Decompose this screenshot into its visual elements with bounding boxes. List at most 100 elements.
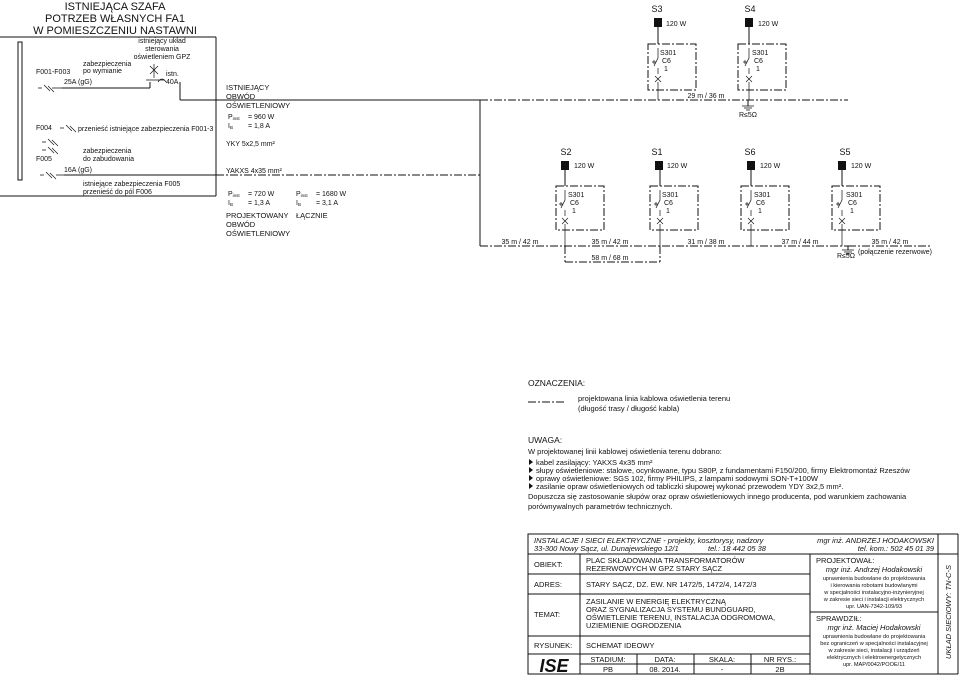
temat-line-1: ZASILANIE W ENERGIĘ ELEKTRYCZNĄ bbox=[586, 597, 727, 606]
existing-p-value: = 960 W bbox=[248, 114, 275, 121]
data-value: 08. 2014. bbox=[649, 665, 680, 674]
company-line-2: 33-300 Nowy Sącz, ul. Dunajewskiego 12/1 bbox=[534, 544, 679, 553]
engineer-kom: tel. kom.: 502 45 01 39 bbox=[858, 544, 935, 553]
notes-heading: UWAGA: bbox=[528, 435, 562, 445]
pole-name: S6 bbox=[744, 147, 755, 157]
pole-power: 120 W bbox=[760, 163, 781, 170]
reserve-note: (połączenie rezerwowe) bbox=[858, 249, 932, 256]
f001-desc-1: zabezpieczenia bbox=[83, 61, 131, 68]
bullet-icon bbox=[529, 483, 533, 489]
bottom-distance-2: 35 m / 42 m bbox=[592, 239, 629, 246]
pole-name: S4 bbox=[744, 4, 755, 14]
breaker-type: S301 bbox=[846, 192, 862, 199]
breaker-poles: 1 bbox=[664, 66, 668, 73]
bottom-distance-4: 37 m / 44 m bbox=[782, 239, 819, 246]
pole-S4: S4 120 W S301 C6 1 bbox=[737, 4, 787, 100]
bottom-distance-1: 35 m / 42 m bbox=[502, 239, 539, 246]
temat-line-2: ORAZ SYGNALIZACJA SYSTEMU BUNDGUARD, bbox=[586, 605, 756, 614]
new-p-value: = 720 W bbox=[248, 191, 275, 198]
temat-label: TEMAT: bbox=[534, 610, 560, 619]
network-system: UKŁAD SIECIOWY: TN-C-S bbox=[944, 565, 953, 659]
breaker-type: S301 bbox=[662, 192, 678, 199]
busbar bbox=[17, 41, 23, 181]
stadium-label: STADIUM: bbox=[590, 655, 625, 664]
new-circuit-title-2: OBWÓD bbox=[226, 220, 256, 229]
new-cable: YAKXS 4x35 mm² bbox=[226, 168, 283, 175]
ground-icon bbox=[742, 105, 754, 111]
gpz-label-1: istniejący układ bbox=[138, 38, 186, 45]
notes-footer-2: porównywalnych parametrów technicznych. bbox=[528, 502, 673, 511]
lamp-icon bbox=[655, 161, 663, 170]
pole-S3: S3 120 W S301 C6 1 bbox=[647, 4, 697, 100]
lamp-icon bbox=[747, 161, 755, 170]
total-i-label: IB bbox=[296, 200, 301, 207]
pole-name: S5 bbox=[839, 147, 850, 157]
total-i-value: = 3,1 A bbox=[316, 200, 338, 207]
projektowal-desc-2: i kierowania robotami budowlanymi bbox=[830, 583, 917, 589]
top-distance: 29 m / 36 m bbox=[688, 93, 725, 100]
obiekt-line-2: REZERWOWYCH W GPZ STARY SĄCZ bbox=[586, 564, 723, 573]
title-block: INSTALACJE I SIECI ELEKTRYCZNE - projekt… bbox=[527, 533, 959, 676]
lamp-icon bbox=[654, 18, 662, 27]
notes-item-3: oprawy oświetleniowe: SGS 102, firmy PHI… bbox=[536, 474, 819, 483]
top-ground: R≤5Ω bbox=[739, 112, 757, 119]
breaker-rating: C6 bbox=[756, 200, 765, 207]
existing-circuit-title-2: OBWÓD bbox=[226, 92, 256, 101]
f005-rating: 16A (gG) bbox=[64, 167, 92, 174]
breaker-rating: C6 bbox=[662, 58, 671, 65]
fuse-icon bbox=[42, 138, 59, 147]
projektowal-desc-1: uprawnienia budowlane do projektowania bbox=[823, 576, 927, 582]
breaker-icon bbox=[652, 48, 662, 100]
new-p-label: Pinst bbox=[228, 191, 240, 198]
breaker-poles: 1 bbox=[758, 208, 762, 215]
f005-label: F005 bbox=[36, 156, 52, 163]
pole-S6: S6 120 W S301 C6 1 bbox=[740, 147, 790, 246]
f001-rating: 25A (gG) bbox=[64, 79, 92, 86]
lamp-icon bbox=[838, 161, 846, 170]
cabinet-title-1: ISTNIEJĄCA SZAFA bbox=[65, 1, 167, 13]
notes-item-4: zasilanie opraw oświetleniowych od tabli… bbox=[536, 482, 843, 491]
projektowal-label: PROJEKTOWAŁ: bbox=[816, 556, 874, 565]
nr-label: NR RYS.: bbox=[764, 655, 796, 664]
total-label: ŁĄCZNIE bbox=[296, 211, 328, 220]
f001-label: F001-F003 bbox=[36, 69, 70, 76]
fuse-icon bbox=[42, 146, 59, 155]
bottom-distance-3: 31 m / 38 m bbox=[688, 239, 725, 246]
nr-value: 2B bbox=[775, 665, 784, 674]
bottom-ground: R≤5Ω bbox=[837, 253, 855, 260]
stadium-value: PB bbox=[603, 665, 613, 674]
adres-value: STARY SĄCZ, DZ. EW. NR 1472/5, 1472/4, 1… bbox=[586, 580, 757, 589]
existing-circuit-title-3: OŚWIETLENIOWY bbox=[226, 101, 290, 110]
existing-i-value: = 1,8 A bbox=[248, 123, 270, 130]
projektowal-desc-5: upr. UAN-7342-109/93 bbox=[846, 604, 902, 610]
breaker-icon bbox=[743, 48, 753, 100]
sprawdzil-desc-4: elektrycznych i elektroenergetycznych bbox=[827, 655, 921, 661]
legend-line-2: (długość trasy / długość kabla) bbox=[578, 404, 680, 413]
pole-power: 120 W bbox=[666, 21, 687, 28]
ise-logo: ISE bbox=[539, 656, 569, 676]
rysunek-value: SCHEMAT IDEOWY bbox=[586, 641, 654, 650]
top-line: 29 m / 36 m R≤5Ω bbox=[479, 93, 848, 175]
existing-p-label: Pinst bbox=[228, 114, 240, 121]
branch-distance: 58 m / 68 m bbox=[592, 255, 629, 262]
new-i-value: = 1,3 A bbox=[248, 200, 270, 207]
fuse-icon bbox=[40, 171, 64, 180]
legend-line-1: projektowana linia kablowa oświetlenia t… bbox=[578, 394, 730, 403]
total-p-label: Pinst bbox=[296, 191, 308, 198]
engineer-name: mgr inż. ANDRZEJ HODAKOWSKI bbox=[817, 536, 934, 545]
pole-power: 120 W bbox=[758, 21, 779, 28]
pole-S2: S2 120 W S301 C6 1 bbox=[555, 147, 605, 246]
breaker-type: S301 bbox=[660, 50, 676, 57]
notes-item-2: słupy oświetleniowe: stalowe, ocynkowane… bbox=[536, 466, 910, 475]
obiekt-line-1: PLAC SKŁADOWANIA TRANSFORMATORÓW bbox=[586, 556, 745, 565]
projektowal-desc-3: w specjalności instalacyjno-inżynieryjne… bbox=[823, 590, 924, 596]
fuse-icon bbox=[38, 84, 62, 93]
ground-icon bbox=[842, 249, 854, 255]
bottom-distance-5: 35 m / 42 m bbox=[872, 239, 909, 246]
pole-power: 120 W bbox=[574, 163, 595, 170]
total-p-value: = 1680 W bbox=[316, 191, 347, 198]
skala-value: - bbox=[721, 665, 724, 674]
bullet-icon bbox=[529, 475, 533, 481]
bullet-icon bbox=[529, 459, 533, 465]
